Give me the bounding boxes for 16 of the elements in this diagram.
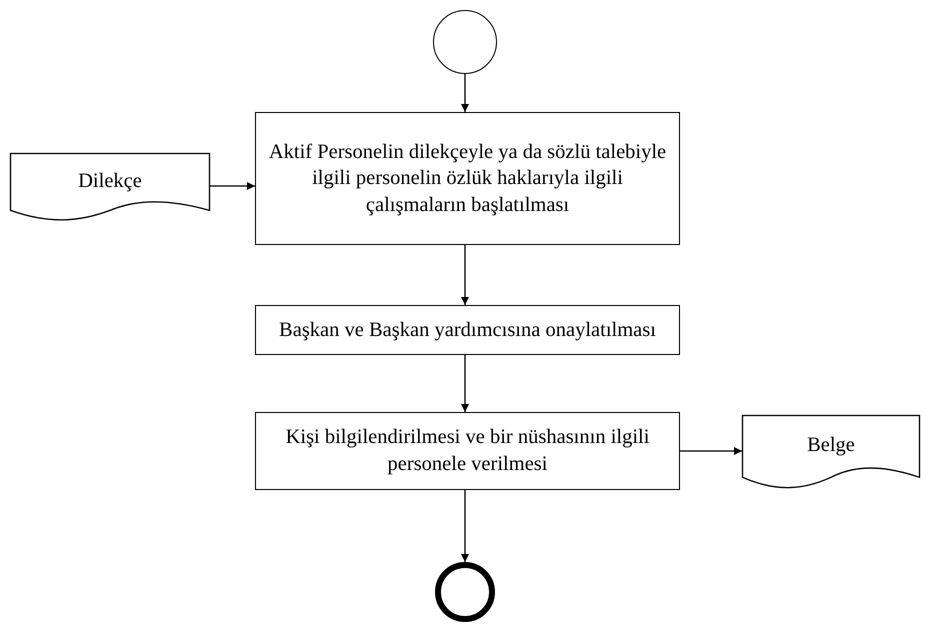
document-shape (10, 153, 210, 223)
node-label: Kişi bilgilendirilmesi ve bir nüshasının ilgili personele verilmesi (284, 425, 650, 477)
arrow (461, 355, 469, 412)
arrow (461, 490, 469, 562)
node-label: Başkan ve Başkan yardımcısına onaylatılması (279, 318, 656, 343)
arrow (461, 74, 469, 112)
document-shape (742, 415, 920, 491)
arrow (210, 182, 255, 190)
process-box (255, 112, 680, 245)
node-label: Belge (807, 432, 855, 458)
arrow (680, 447, 742, 455)
node-label: Dilekçe (78, 169, 142, 194)
process-box (255, 305, 680, 355)
process-box (255, 412, 680, 490)
arrow (461, 245, 469, 305)
node-label: Aktif Personelin dilekçeyle ya da sözlü talebiyle ilgili personelin özlük haklarıyla ilgili çalışmaların başlatılması (268, 140, 668, 218)
